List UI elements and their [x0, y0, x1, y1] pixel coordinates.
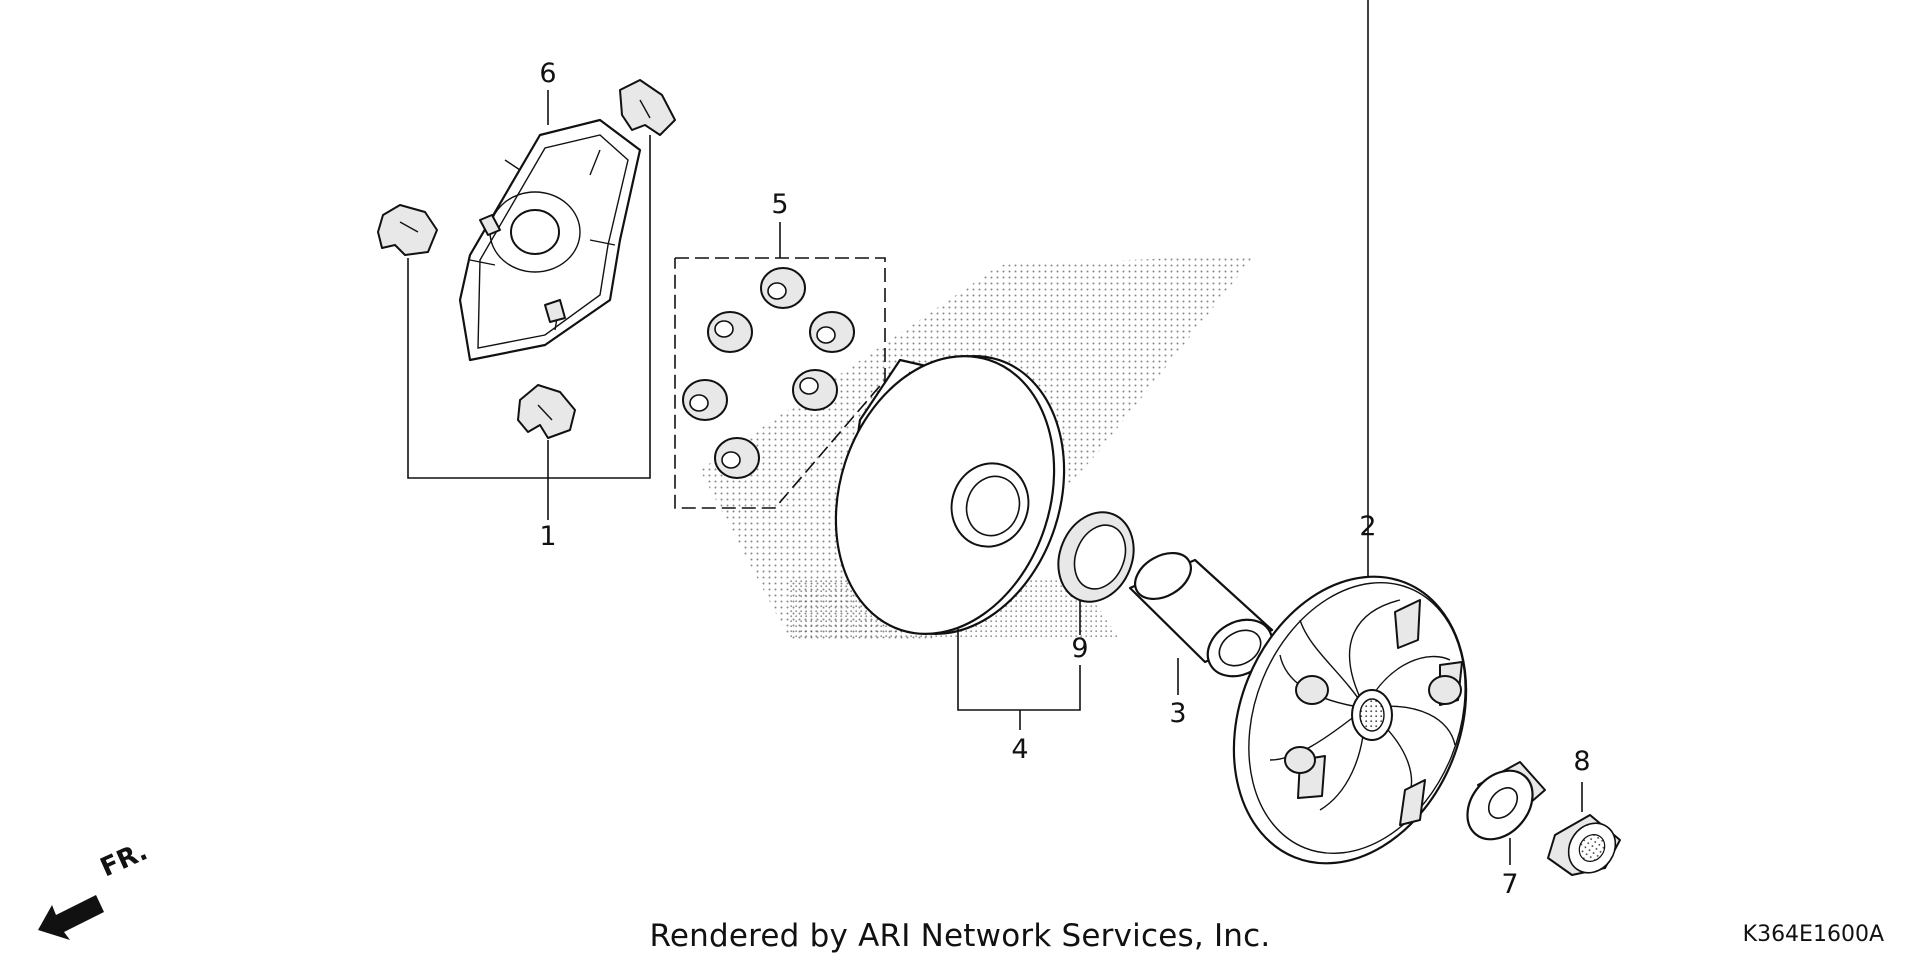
callout-8[interactable]: 8 — [1573, 746, 1590, 777]
roller-3 — [707, 311, 753, 353]
callout-5[interactable]: 5 — [771, 189, 788, 220]
bracket-part-4 — [957, 628, 1081, 730]
slider-clip-left[interactable] — [377, 204, 438, 256]
svg-text:9: 9 — [1071, 633, 1088, 664]
slider-clip-bottom[interactable] — [517, 384, 576, 439]
callout-6[interactable]: 6 — [539, 58, 556, 89]
callout-3[interactable]: 3 — [1169, 698, 1186, 729]
roller-4 — [792, 369, 838, 411]
washer-part-7[interactable] — [1454, 758, 1546, 865]
roller-5 — [682, 379, 728, 421]
roller-1 — [760, 267, 806, 309]
callout-2[interactable]: 2 — [1359, 511, 1376, 542]
slider-clip-top[interactable] — [619, 79, 676, 136]
svg-text:2: 2 — [1359, 511, 1376, 542]
callout-1[interactable]: 1 — [539, 521, 556, 552]
svg-text:3: 3 — [1169, 698, 1186, 729]
callout-4[interactable]: 4 — [1011, 734, 1028, 765]
callout-9[interactable]: 9 — [1071, 633, 1088, 664]
diagram-code: K364E1600A — [1742, 922, 1884, 947]
svg-text:6: 6 — [539, 58, 556, 89]
svg-text:5: 5 — [771, 189, 788, 220]
front-direction-arrow-icon — [38, 895, 104, 940]
svg-text:7: 7 — [1501, 869, 1518, 900]
callout-7[interactable]: 7 — [1501, 869, 1518, 900]
svg-text:4: 4 — [1011, 734, 1028, 765]
movable-drive-face-part-4[interactable] — [801, 328, 1098, 663]
oil-seal-part-9[interactable] — [1045, 501, 1146, 635]
ramp-plate-part-6[interactable] — [458, 118, 642, 362]
drive-face-part-2[interactable] — [1193, 0, 1508, 898]
svg-text:1: 1 — [539, 521, 556, 552]
nut-part-8[interactable] — [1547, 782, 1625, 882]
render-credit: Rendered by ARI Network Services, Inc. — [649, 918, 1271, 954]
collar-part-3[interactable] — [1127, 544, 1282, 695]
roller-2 — [809, 311, 855, 353]
roller-6 — [714, 437, 760, 479]
bracket-part-1 — [407, 135, 651, 520]
roller-set-part-5[interactable] — [674, 222, 886, 509]
svg-text:8: 8 — [1573, 746, 1590, 777]
